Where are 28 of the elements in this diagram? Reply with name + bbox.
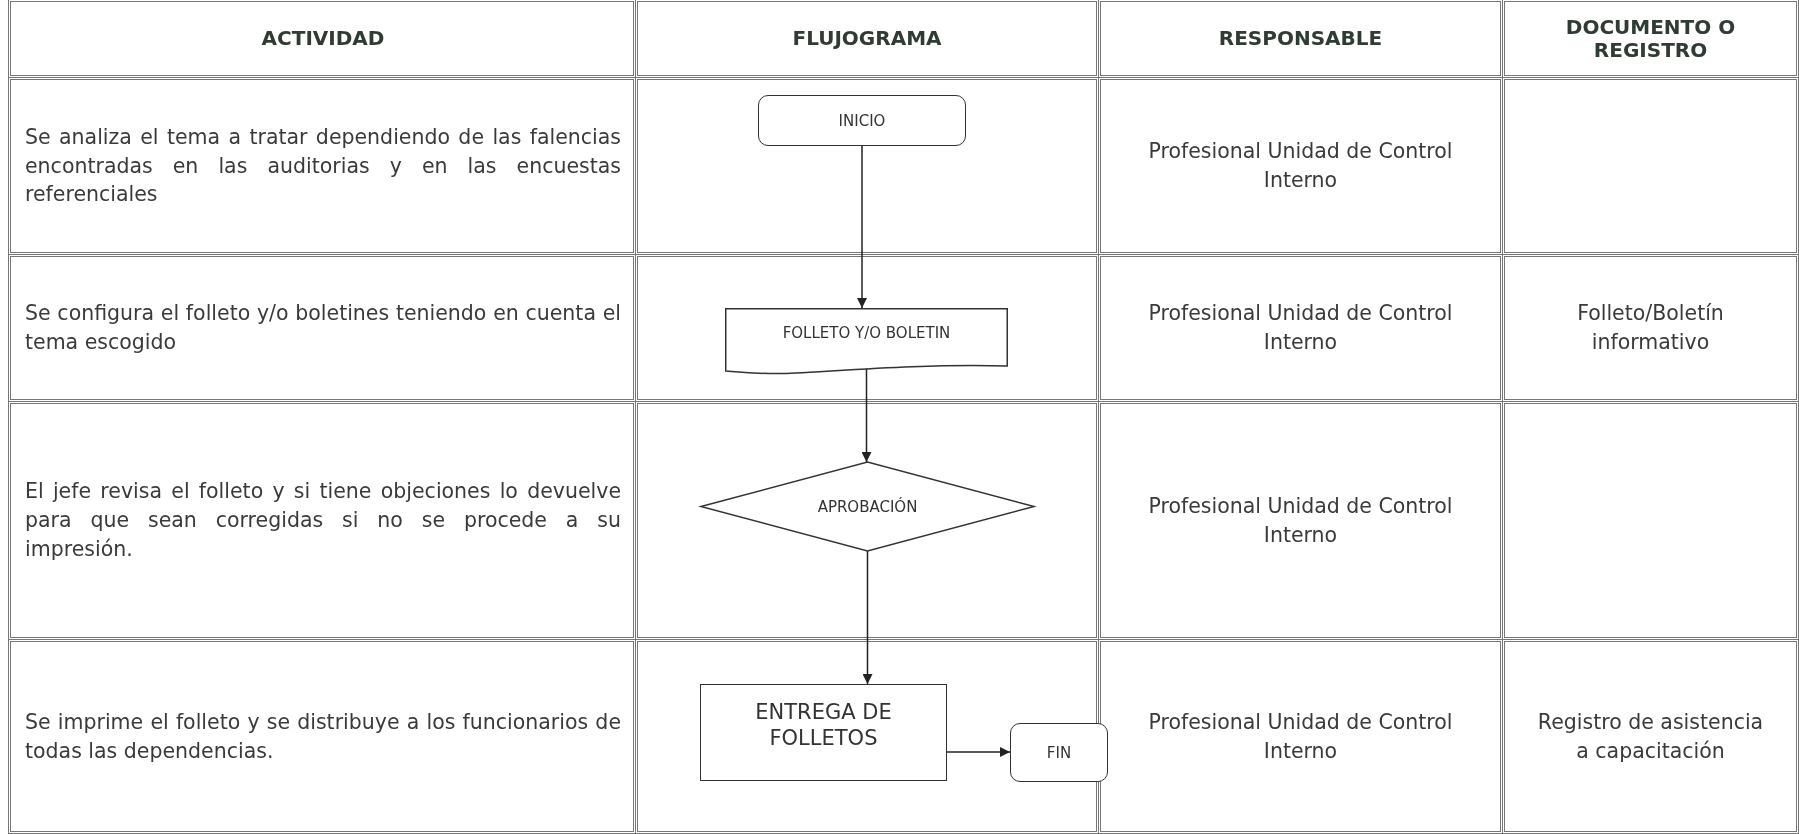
responsible-text: Profesional Unidad de Control Interno (1147, 300, 1454, 356)
terminal-shape (758, 95, 966, 146)
activity-text: Se configura el folleto y/o boletines teniendo en cuenta el tema escogido (25, 300, 621, 356)
responsible-text: Profesional Unidad de Control Interno (1147, 138, 1454, 194)
arrow (946, 747, 1011, 757)
node-label: FOLLETO Y/O BOLETIN (782, 324, 951, 344)
document-text: Registro de asistencia a capacitación (1536, 708, 1765, 765)
column-header: DOCUMENTO O REGISTRO (1564, 15, 1737, 62)
document-text: Folleto/Boletín informativo (1576, 300, 1725, 356)
arrow (862, 550, 873, 685)
node-label: FIN (1046, 743, 1072, 762)
arrow (857, 145, 867, 309)
activity-text: Se imprime el folleto y se distribuye a los funcionarios de todas las dependencias. (25, 708, 621, 765)
decision-diamond (701, 462, 1034, 551)
activity-text: El jefe revisa el folleto y si tiene objeciones lo devuelve para que sean corregidas si no se procede a su impresión. (25, 478, 621, 563)
column-header: ACTIVIDAD (261, 27, 385, 50)
node-label: APROBACIÓN (817, 497, 918, 516)
node-label: INICIO (838, 111, 886, 130)
activity-text: Se analiza el tema a tratar dependiendo de las falencias encontradas en las auditorias y en las encuestas referenciales (25, 123, 621, 209)
terminal-shape (1010, 723, 1108, 782)
arrow (861, 367, 872, 463)
column-header: FLUJOGRAMA (792, 27, 942, 50)
node-label: ENTREGA DE FOLLETOS (754, 700, 893, 752)
process-box (700, 684, 947, 781)
responsible-text: Profesional Unidad de Control Interno (1147, 492, 1454, 549)
column-header: RESPONSABLE (1218, 27, 1383, 50)
responsible-text: Profesional Unidad de Control Interno (1147, 708, 1454, 765)
document-shape (725, 308, 1008, 374)
